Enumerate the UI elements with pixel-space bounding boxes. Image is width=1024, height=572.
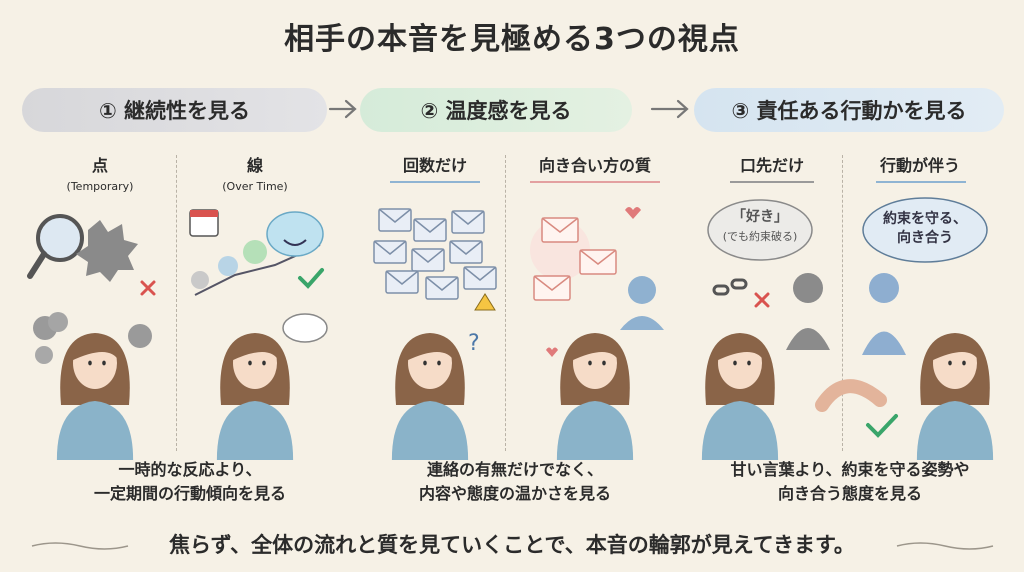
column-point: 点 (Temporary) <box>40 152 160 193</box>
decorative-wave <box>896 542 994 550</box>
caption-line: 一時的な反応より、 <box>118 460 262 479</box>
speech-bubble-text: 「好き」 (でも約束破る) <box>710 208 810 246</box>
divider <box>176 155 177 451</box>
section-temperature-label: ② 温度感を見る <box>420 99 572 123</box>
warning-icon <box>474 293 496 311</box>
caption-line: 向き合う態度を見る <box>777 484 922 503</box>
column-point-sub: (Temporary) <box>66 180 134 193</box>
column-line-sub: (Over Time) <box>222 180 288 193</box>
speech-bubble <box>862 197 988 263</box>
column-words-only: 口先だけ <box>739 156 804 175</box>
underline <box>730 181 814 183</box>
column-point-label: 点 <box>91 156 108 175</box>
section-continuity: ① 継続性を見る <box>22 88 327 132</box>
caption-line: 連絡の有無だけでなく、 <box>426 460 603 479</box>
woman-avatar <box>916 333 994 460</box>
calendar-icon <box>189 209 219 237</box>
broken-chain-icon <box>712 278 748 296</box>
heart-icon <box>625 207 641 219</box>
face-icon <box>218 256 238 276</box>
bubble-promise-2: 向き合う <box>897 230 953 246</box>
heart-icon <box>546 347 558 357</box>
woman-avatar <box>391 333 469 460</box>
caption-line: 一定期間の行動傾向を見る <box>93 484 286 503</box>
section-responsibility: ③ 責任ある行動かを見る <box>694 88 1004 132</box>
arrow-right-icon <box>650 99 689 119</box>
face-icon <box>243 240 267 264</box>
thought-bubble-icon <box>282 313 328 343</box>
heart-envelope-icon <box>533 275 571 301</box>
section-continuity-label: ① 継続性を見る <box>98 99 251 123</box>
section-responsibility-label: ③ 責任ある行動かを見る <box>731 99 967 123</box>
column-line: 線 (Over Time) <box>195 152 315 193</box>
underline <box>876 181 966 183</box>
divider <box>842 155 843 451</box>
caption-line: 甘い言葉より、約束を守る姿勢や <box>730 460 970 479</box>
woman-avatar <box>216 333 294 460</box>
divider <box>505 155 506 451</box>
caption-temperature: 連絡の有無だけでなく、 内容や態度の温かさを見る <box>365 458 665 506</box>
heart-envelope-icon <box>541 217 579 243</box>
column-line-label: 線 <box>246 156 263 175</box>
envelope-pile-icon <box>373 208 497 300</box>
smile-bubble-icon <box>266 211 324 257</box>
section-temperature: ② 温度感を見る <box>360 88 632 132</box>
cross-icon <box>140 280 156 296</box>
column-count-only: 回数だけ <box>402 156 467 175</box>
arrow-right-icon <box>328 99 357 119</box>
woman-avatar <box>556 333 634 460</box>
column-quality: 向き合い方の質 <box>538 156 651 175</box>
face-icon <box>191 271 209 289</box>
check-icon <box>866 414 898 438</box>
column-action: 行動が伴う <box>879 156 960 175</box>
underline <box>390 181 480 183</box>
smoke-cloud-icon <box>33 312 152 364</box>
caption-line: 内容や態度の温かさを見る <box>418 484 611 503</box>
heart-envelope-icon <box>579 249 617 275</box>
silhouette-icon <box>786 273 830 350</box>
woman-avatar <box>701 333 779 460</box>
handshake-icon <box>815 379 887 412</box>
bubble-suki: 「好き」 <box>732 209 788 225</box>
cross-icon <box>754 292 770 308</box>
magnifier-icon <box>27 214 84 279</box>
speech-bubble <box>707 199 813 261</box>
page-title: 相手の本音を見極める3つの視点 <box>284 22 740 57</box>
caption-continuity: 一時的な反応より、 一定期間の行動傾向を見る <box>40 458 340 506</box>
bubble-promise-1: 約束を守る、 <box>883 211 967 227</box>
bubble-suki-sub: (でも約束破る) <box>722 230 798 243</box>
check-icon <box>298 268 324 289</box>
silhouette-icon <box>862 273 906 355</box>
illustrations: ? <box>27 197 994 460</box>
silhouette-icon <box>620 276 664 330</box>
decorative-wave <box>31 542 129 550</box>
question-icon: ? <box>468 331 480 356</box>
caption-responsibility: 甘い言葉より、約束を守る姿勢や 向き合う態度を見る <box>700 458 1000 506</box>
frustrated-face-icon <box>76 220 138 282</box>
woman-avatar <box>56 333 134 460</box>
footer-message: 焦らず、全体の流れと質を見ていくことで、本音の輪郭が見えてきます。 <box>169 533 855 557</box>
speech-bubble-text: 約束を守る、 向き合う <box>870 210 980 248</box>
underline <box>530 181 660 183</box>
